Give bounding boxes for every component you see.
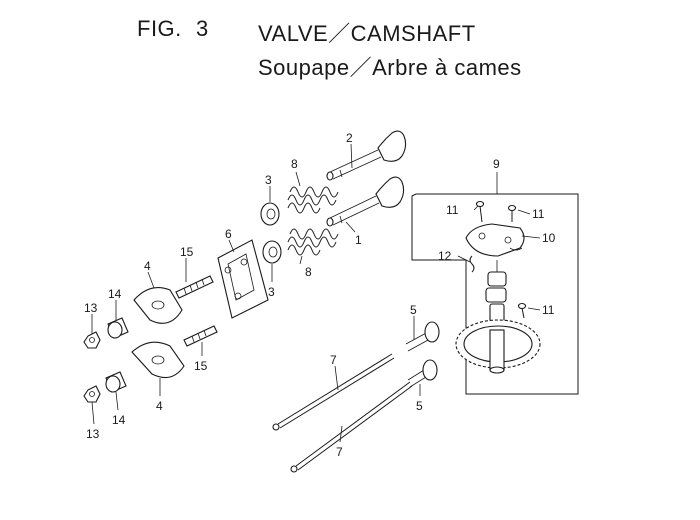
screw-a: [475, 200, 485, 223]
rocker-pivot-lower: [105, 371, 127, 393]
rocker-arm-lower: [131, 341, 185, 379]
push-rod-upper: [272, 353, 395, 431]
rocker-plate: [217, 239, 269, 319]
camshaft: [485, 260, 507, 335]
callout-7-upper: 7: [330, 353, 337, 367]
push-rod-lower: [290, 381, 413, 473]
tappet-upper: [405, 321, 440, 352]
rocker-pivot-upper: [107, 317, 129, 339]
rocker-arm-upper: [133, 287, 183, 324]
callout-11-a: 11: [446, 203, 459, 217]
callout-11-b: 11: [532, 207, 545, 221]
callout-5-lower: 5: [416, 399, 423, 413]
callout-8-upper: 8: [291, 157, 298, 171]
rocker-stud-upper: [175, 275, 214, 299]
nut-upper: [83, 331, 101, 349]
callout-13-upper: 13: [84, 301, 98, 315]
spring-retainer-lower: [262, 240, 282, 264]
rocker-stud-lower: [183, 325, 218, 347]
title-french: Soupape／Arbre à cames: [258, 55, 522, 80]
callout-6: 6: [225, 227, 232, 241]
fig-label: FIG.: [137, 16, 182, 41]
title-english: VALVE／CAMSHAFT: [258, 21, 476, 46]
cam-gear: [455, 319, 541, 374]
callout-5-upper: 5: [410, 303, 417, 317]
callout-11-c: 11: [542, 303, 555, 317]
valve-spring-lower: [287, 228, 339, 256]
callout-14-upper: 14: [108, 287, 122, 301]
spring-retainer-upper: [260, 202, 280, 226]
callout-8-lower: 8: [305, 265, 312, 279]
screw-b: [507, 204, 517, 222]
governor-spring: [469, 255, 475, 273]
governor-plate: [465, 223, 525, 257]
callout-2: 2: [346, 131, 353, 145]
exhaust-valve: [326, 176, 405, 227]
callout-3-upper: 3: [265, 173, 272, 187]
callout-9: 9: [493, 157, 500, 171]
callout-1: 1: [355, 233, 362, 247]
callout-13-lower: 13: [86, 427, 100, 441]
screw-c: [517, 302, 527, 319]
callout-3-lower: 3: [268, 285, 275, 299]
valve-spring-upper: [287, 186, 339, 214]
nut-lower: [83, 385, 101, 403]
fig-number: 3: [196, 16, 209, 41]
callout-15-upper: 15: [180, 245, 194, 259]
intake-valve: [326, 130, 407, 181]
tappet-lower: [407, 359, 438, 388]
callout-15-lower: 15: [194, 359, 208, 373]
callout-12: 12: [438, 249, 452, 263]
callout-4-lower: 4: [156, 399, 163, 413]
camshaft-assembly-frame: [411, 193, 579, 395]
callout-14-lower: 14: [112, 413, 126, 427]
callout-4-upper: 4: [144, 259, 151, 273]
leader-lines: [91, 143, 541, 443]
callout-10: 10: [542, 231, 556, 245]
callout-7-lower: 7: [336, 445, 343, 459]
